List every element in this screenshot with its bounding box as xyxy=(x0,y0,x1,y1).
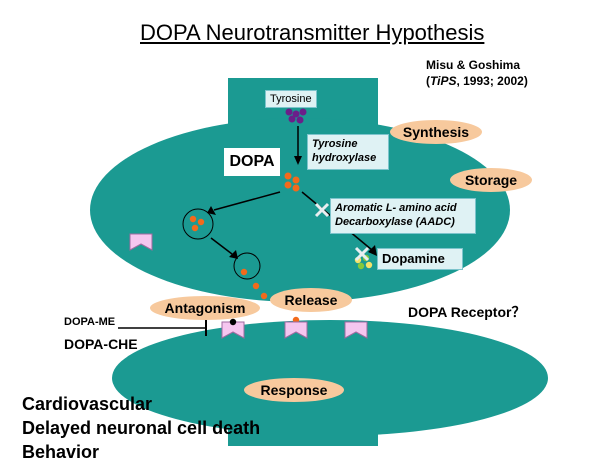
page-title: DOPA Neurotransmitter Hypothesis xyxy=(140,20,485,45)
dopamine-label: Dopamine xyxy=(377,248,463,270)
dopamine-x-icon xyxy=(354,246,370,262)
dopa-me-label: DOPA-ME xyxy=(64,316,116,328)
tyrosine-label: Tyrosine xyxy=(265,90,317,108)
arrow-dopa-to-vesicle xyxy=(213,191,281,211)
vesicle-storage xyxy=(182,208,214,240)
diagram-stage: DOPA Neurotransmitter Hypothesis Misu & … xyxy=(22,20,548,462)
outcome-neuronal-death: Delayed neuronal cell death xyxy=(22,418,261,438)
dopa-label: DOPA xyxy=(224,148,280,176)
postsynaptic-neuron xyxy=(112,320,548,436)
postsynaptic-stem xyxy=(228,420,378,446)
arrow-vesicle-to-release xyxy=(210,237,233,255)
receptor-post-3 xyxy=(344,321,368,339)
tyrosine-hydroxylase-line-2: hydroxylase xyxy=(312,152,377,164)
response-label: Response xyxy=(244,378,344,402)
citation-authors: Misu & Goshima xyxy=(426,58,521,72)
storage-label: Storage xyxy=(450,168,532,192)
outcome-behavior: Behavior xyxy=(22,442,100,462)
dopa-che-label: DOPA-CHE xyxy=(64,336,138,352)
citation-journal: TiPS xyxy=(430,74,457,88)
vesicle-release xyxy=(233,252,261,280)
tyrosine-hydroxylase-line-1: Tyrosine xyxy=(312,138,358,150)
synthesis-label: Synthesis xyxy=(390,120,482,144)
release-label: Release xyxy=(270,288,352,312)
tyrosine-hydroxylase-label: Tyrosine hydroxylase xyxy=(307,134,389,170)
citation-source: (TiPS, 1993; 2002) xyxy=(426,74,528,88)
receptor-post-2 xyxy=(284,321,308,339)
dopa-molecules xyxy=(284,172,300,192)
dopa-receptor-label: DOPA Receptor？ xyxy=(408,304,526,320)
receptor-post-1 xyxy=(221,321,245,339)
aadc-line-2: Decarboxylase (AADC) xyxy=(335,216,455,228)
aadc-block-x-icon xyxy=(314,202,330,218)
receptor-presynaptic xyxy=(129,233,153,251)
aadc-line-1: Aromatic L- amino acid xyxy=(335,202,457,214)
citation-years: , 1993; 2002) xyxy=(456,74,528,88)
tyrosine-molecules xyxy=(285,108,307,124)
outcome-cardiovascular: Cardiovascular xyxy=(22,394,153,414)
aadc-label: Aromatic L- amino acid Decarboxylase (AA… xyxy=(330,198,476,234)
antagonism-label: Antagonism xyxy=(150,296,260,320)
